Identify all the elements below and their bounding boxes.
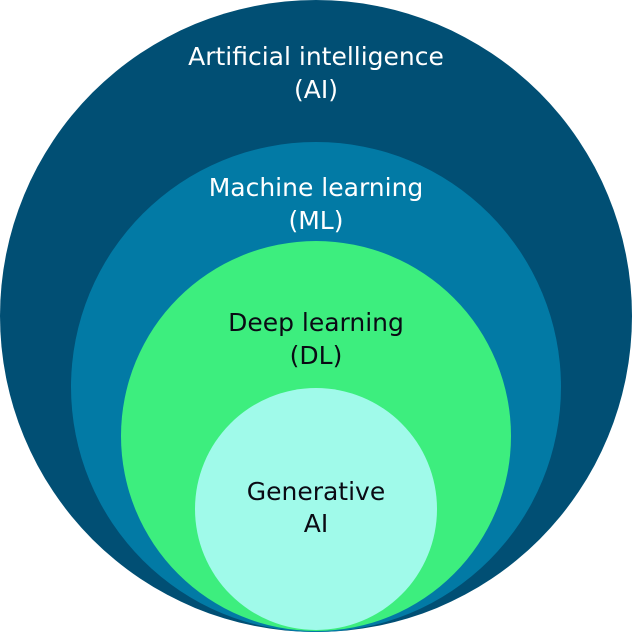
label-ai-line2: (AI) [294, 75, 338, 104]
label-genai-line2: AI [304, 509, 328, 538]
label-ml-line1: Machine learning [209, 173, 424, 202]
circle-genai [195, 388, 437, 630]
label-ml-line2: (ML) [288, 206, 343, 235]
label-genai-line1: Generative [247, 477, 386, 506]
label-dl-line1: Deep learning [228, 308, 404, 337]
label-dl-line2: (DL) [290, 341, 343, 370]
label-ai-line1: Artificial intelligence [188, 42, 444, 71]
